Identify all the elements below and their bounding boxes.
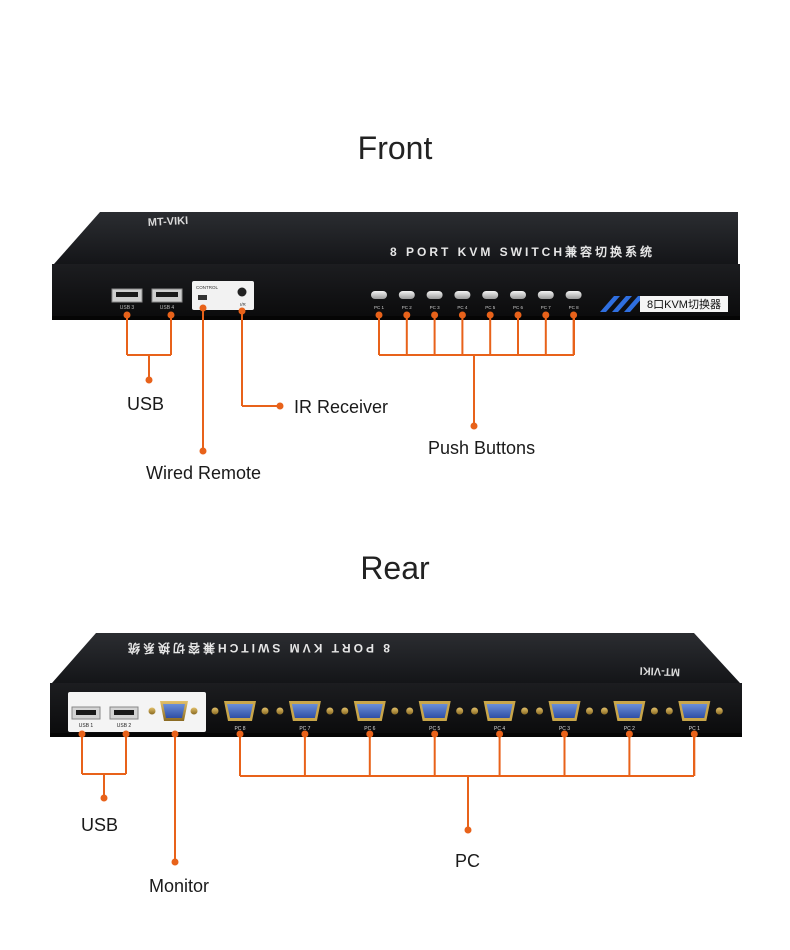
front-callout-push-buttons: Push Buttons (428, 438, 536, 458)
push-button-label: PC 1 (374, 305, 385, 310)
push-button-label: PC 3 (430, 305, 441, 310)
rear-vga-port-pc-7: PC 7 (276, 701, 334, 732)
rear-callout-pc: PC (455, 851, 481, 871)
rear-pc-port-label: PC 1 (689, 726, 700, 732)
push-button-label: PC 7 (541, 305, 552, 310)
rear-monitor-vga-port (148, 701, 198, 721)
front-callout-lines (126, 308, 575, 451)
rear-usb-port-1 (71, 706, 101, 720)
front-ir-label: I/R (240, 302, 247, 307)
front-callout-dots (123, 304, 478, 455)
push-button-label: PC 8 (569, 305, 580, 310)
rear-vga-port-pc-2: PC 2 (600, 701, 658, 732)
front-badge-label: 8口KVM切换器 (647, 297, 721, 311)
rear-brand-logo: MT-VIKI (639, 664, 680, 677)
front-button-lines (378, 316, 575, 355)
front-usb-label-3: USB 3 (120, 305, 135, 311)
button-callout-dot (375, 311, 383, 319)
front-brand-logo: MT-VIKI (148, 215, 189, 229)
push-button-8: PC 8 (565, 291, 582, 310)
push-button-6: PC 6 (510, 291, 526, 310)
rear-pc-port-label: PC 3 (559, 726, 570, 732)
front-badge (600, 296, 728, 312)
front-title: Front (357, 130, 433, 166)
port-callout-dot (366, 730, 374, 738)
rear-pc-port-label: PC 6 (364, 726, 375, 732)
front-button-dots (375, 311, 578, 319)
rear-product-label: 8 PORT KVM SWITCH兼容切换系统 (125, 641, 390, 656)
rear-vga-port-pc-6: PC 6 (341, 701, 399, 732)
rear-pc-port-label: PC 4 (494, 726, 505, 732)
push-button-3: PC 3 (426, 291, 443, 310)
rear-pc-port-label: PC 8 (234, 726, 245, 732)
rear-callout-monitor: Monitor (149, 876, 210, 896)
port-callout-dot (561, 730, 568, 738)
push-button-label: PC 6 (513, 305, 524, 310)
front-usb-port-4 (151, 288, 183, 303)
rear-pc-ports: PC 8 PC 7 PC 6 PC 5 PC 4 PC 3 PC 2 PC 1 (211, 701, 723, 732)
port-callout-dot (236, 730, 244, 738)
rear-callout-lines (81, 734, 695, 862)
rear-pc-port-label: PC 2 (624, 726, 635, 732)
button-callout-dot (570, 311, 578, 319)
push-button-5: PC 5 (482, 291, 499, 310)
push-button-2: PC 2 (398, 291, 415, 310)
button-callout-dot (486, 311, 494, 319)
rear-vga-port-pc-3: PC 3 (536, 701, 593, 732)
front-callout-wired-remote: Wired Remote (146, 463, 262, 483)
front-push-buttons: PC 1 PC 2 PC 3 PC 4 PC 5 PC 6 PC 7 PC 8 (371, 291, 582, 310)
front-control-label: CONTROL (196, 285, 218, 290)
rear-pc-port-label: PC 5 (429, 726, 440, 732)
push-button-1: PC 1 (371, 291, 387, 310)
port-callout-dot (625, 730, 633, 738)
front-product-label: 8 PORT KVM SWITCH兼容切换系统 (390, 244, 655, 259)
rear-title: Rear (360, 550, 430, 586)
port-callout-dot (496, 730, 504, 738)
front-usb-port-3 (111, 288, 143, 303)
push-button-4: PC 4 (454, 291, 471, 310)
push-button-label: PC 5 (485, 305, 496, 310)
rear-callout-dots (78, 730, 472, 866)
rear-vga-port-pc-1: PC 1 (665, 701, 723, 732)
rear-callout-usb: USB (81, 815, 119, 835)
button-callout-dot (403, 311, 411, 319)
rear-vga-port-pc-8: PC 8 (211, 701, 269, 732)
front-control-panel (192, 281, 254, 310)
rear-vga-port-pc-5: PC 5 (406, 701, 464, 732)
push-button-label: PC 2 (402, 305, 413, 310)
port-callout-dot (301, 730, 309, 738)
button-callout-dot (514, 311, 522, 319)
rear-pc-port-label: PC 7 (299, 726, 310, 732)
push-button-label: PC 4 (457, 305, 468, 310)
rear-usb-port-2 (109, 706, 139, 720)
front-usb-label-4: USB 4 (160, 305, 175, 311)
front-callout-usb: USB (127, 394, 165, 414)
front-callout-ir-receiver: IR Receiver (294, 397, 389, 417)
button-callout-dot (431, 311, 439, 319)
rear-port-lines (239, 734, 696, 776)
button-callout-dot (542, 311, 550, 319)
button-callout-dot (458, 311, 466, 319)
port-callout-dot (431, 730, 439, 738)
push-button-7: PC 7 (537, 291, 554, 310)
rear-usb-label-2: USB 2 (117, 723, 132, 729)
rear-vga-port-pc-4: PC 4 (471, 701, 529, 732)
rear-port-dots (236, 730, 698, 738)
rear-usb-label-1: USB 1 (79, 723, 94, 729)
port-callout-dot (690, 730, 698, 738)
